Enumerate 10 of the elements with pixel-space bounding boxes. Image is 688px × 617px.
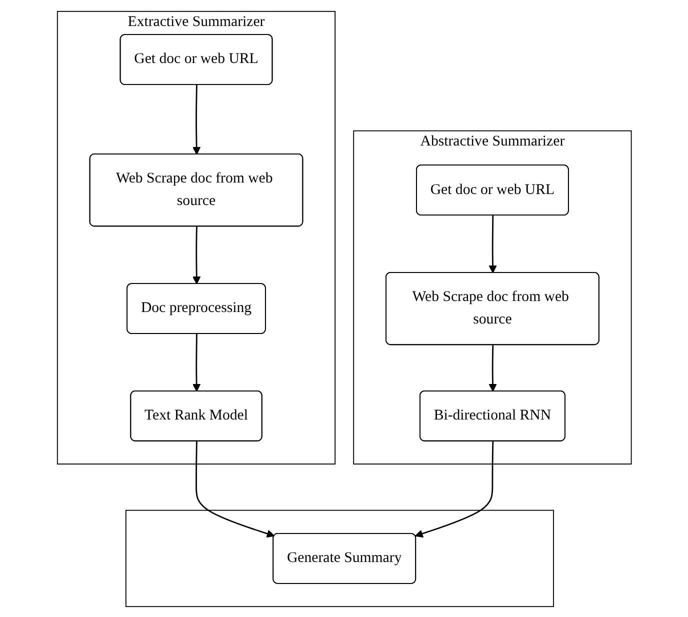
arrow [488,344,496,392]
cluster [352,130,632,464]
arrow [192,333,200,392]
arrow [488,215,496,273]
cluster [125,509,554,607]
cluster [56,10,336,464]
arrow [414,440,494,538]
arrow [192,84,200,154]
arrow [192,226,200,284]
arrow [195,440,274,538]
